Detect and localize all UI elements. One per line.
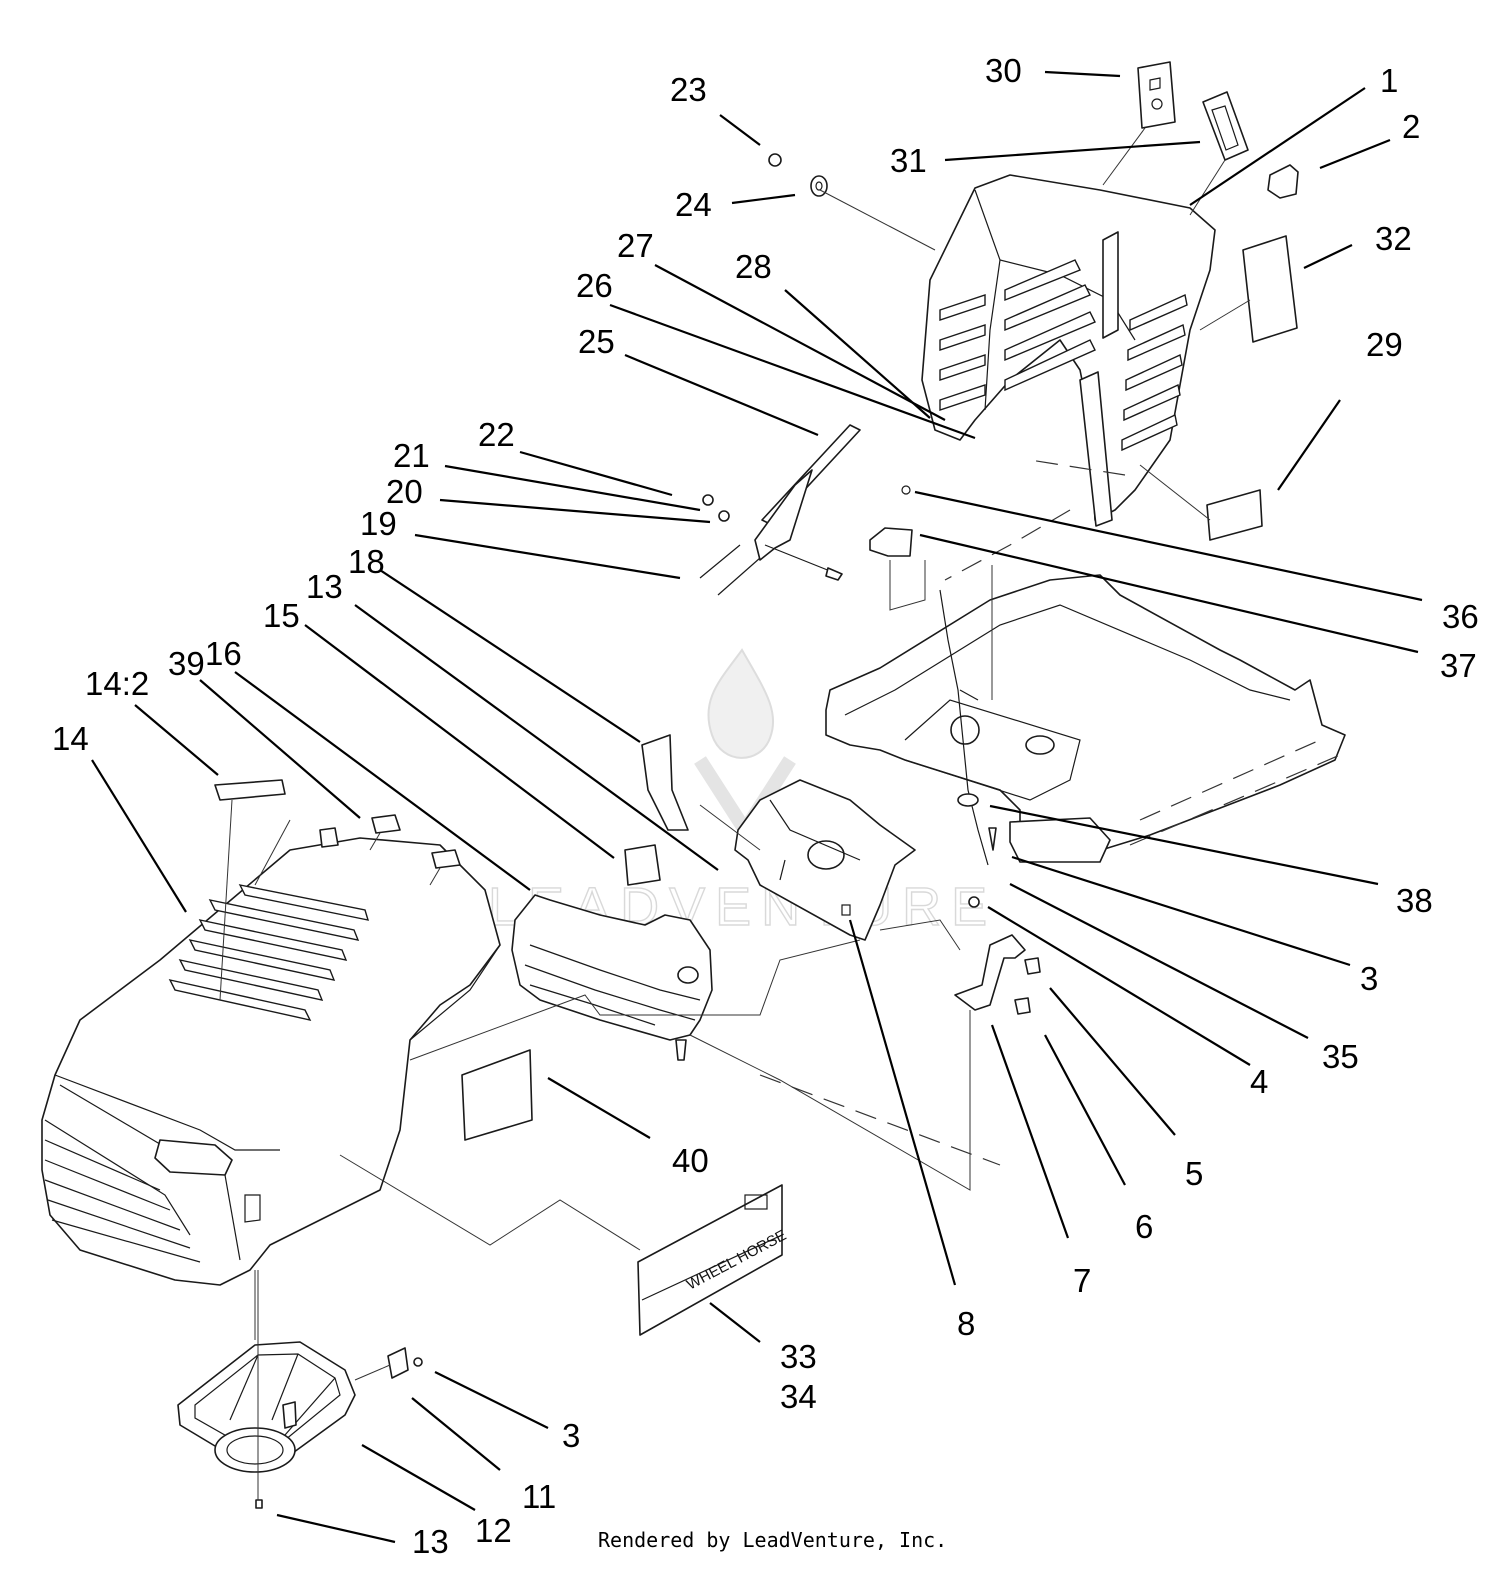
callout-11: 11 xyxy=(522,1478,556,1515)
callout-29: 29 xyxy=(1366,326,1403,363)
callout-19: 19 xyxy=(360,505,397,542)
decal-31 xyxy=(1202,91,1249,161)
callout-22: 22 xyxy=(478,416,515,453)
dash-bracket-18 xyxy=(641,734,689,831)
callout-6: 6 xyxy=(1135,1208,1153,1245)
callout-33: 33 xyxy=(780,1338,817,1375)
decal-29 xyxy=(1206,489,1263,541)
callout-37: 37 xyxy=(1440,647,1477,684)
callout-27: 27 xyxy=(617,227,654,264)
floor-pan xyxy=(825,574,1346,863)
callout-15: 15 xyxy=(263,597,300,634)
decal-15 xyxy=(624,844,661,886)
callout-4: 4 xyxy=(1250,1063,1268,1100)
callout-2: 2 xyxy=(1402,108,1420,145)
callout-labels: 30 1 2 23 31 24 32 27 28 26 29 25 22 21 … xyxy=(52,52,1479,1560)
callout-34: 34 xyxy=(780,1378,817,1415)
footer-credit: Rendered by LeadVenture, Inc. xyxy=(598,1528,948,1552)
knob-2 xyxy=(1267,164,1299,199)
callout-36: 36 xyxy=(1442,598,1479,635)
callout-5: 5 xyxy=(1185,1155,1203,1192)
callout-3-upper: 3 xyxy=(1360,960,1378,997)
callout-30: 30 xyxy=(985,52,1022,89)
callout-26: 26 xyxy=(576,267,613,304)
dash-panel xyxy=(734,779,916,941)
side-decal-33-34: WHEEL HORSE xyxy=(637,1184,789,1336)
decal-32 xyxy=(1242,235,1298,343)
decal-30 xyxy=(1137,61,1176,129)
grille-lines xyxy=(44,1139,201,1263)
callout-14-2: 14:2 xyxy=(85,665,149,702)
callout-24: 24 xyxy=(675,186,712,223)
seat-pan-fender xyxy=(921,174,1216,527)
callout-13-lower: 13 xyxy=(412,1523,449,1560)
hood-vent-slots xyxy=(168,884,370,1022)
leader-lines xyxy=(91,70,1423,1544)
callout-38: 38 xyxy=(1396,882,1433,919)
callout-40: 40 xyxy=(672,1142,709,1179)
callout-20: 20 xyxy=(386,473,423,510)
callout-3-lower: 3 xyxy=(562,1417,580,1454)
callout-18: 18 xyxy=(348,543,385,580)
callout-39: 39 xyxy=(168,645,205,682)
callout-35: 35 xyxy=(1322,1038,1359,1075)
callout-28: 28 xyxy=(735,248,772,285)
cable-38 xyxy=(939,589,997,866)
bracket-4-7 xyxy=(954,896,1041,1015)
nut-23 xyxy=(768,153,782,167)
callout-1: 1 xyxy=(1380,62,1398,99)
callout-31: 31 xyxy=(890,142,927,179)
callout-14: 14 xyxy=(52,720,89,757)
decal-39 xyxy=(371,814,461,869)
washer-24 xyxy=(810,175,828,197)
dash-cover xyxy=(511,894,713,1061)
hood-14 xyxy=(41,837,501,1286)
callout-7: 7 xyxy=(1073,1262,1091,1299)
callout-16: 16 xyxy=(205,635,242,672)
callout-21: 21 xyxy=(393,437,430,474)
callout-13: 13 xyxy=(306,568,343,605)
decal-14-2 xyxy=(214,779,339,848)
headlight-housing xyxy=(177,1341,423,1509)
seat-switch-bracket xyxy=(869,485,913,557)
guide-lines xyxy=(219,127,1251,1500)
callout-23: 23 xyxy=(670,71,707,108)
callout-12: 12 xyxy=(475,1512,512,1549)
callout-25: 25 xyxy=(578,323,615,360)
callout-32: 32 xyxy=(1375,220,1412,257)
callout-8: 8 xyxy=(957,1305,975,1342)
fender-vent-slots xyxy=(939,259,1188,452)
lever-assembly xyxy=(699,424,861,596)
decal-40 xyxy=(461,1049,533,1141)
